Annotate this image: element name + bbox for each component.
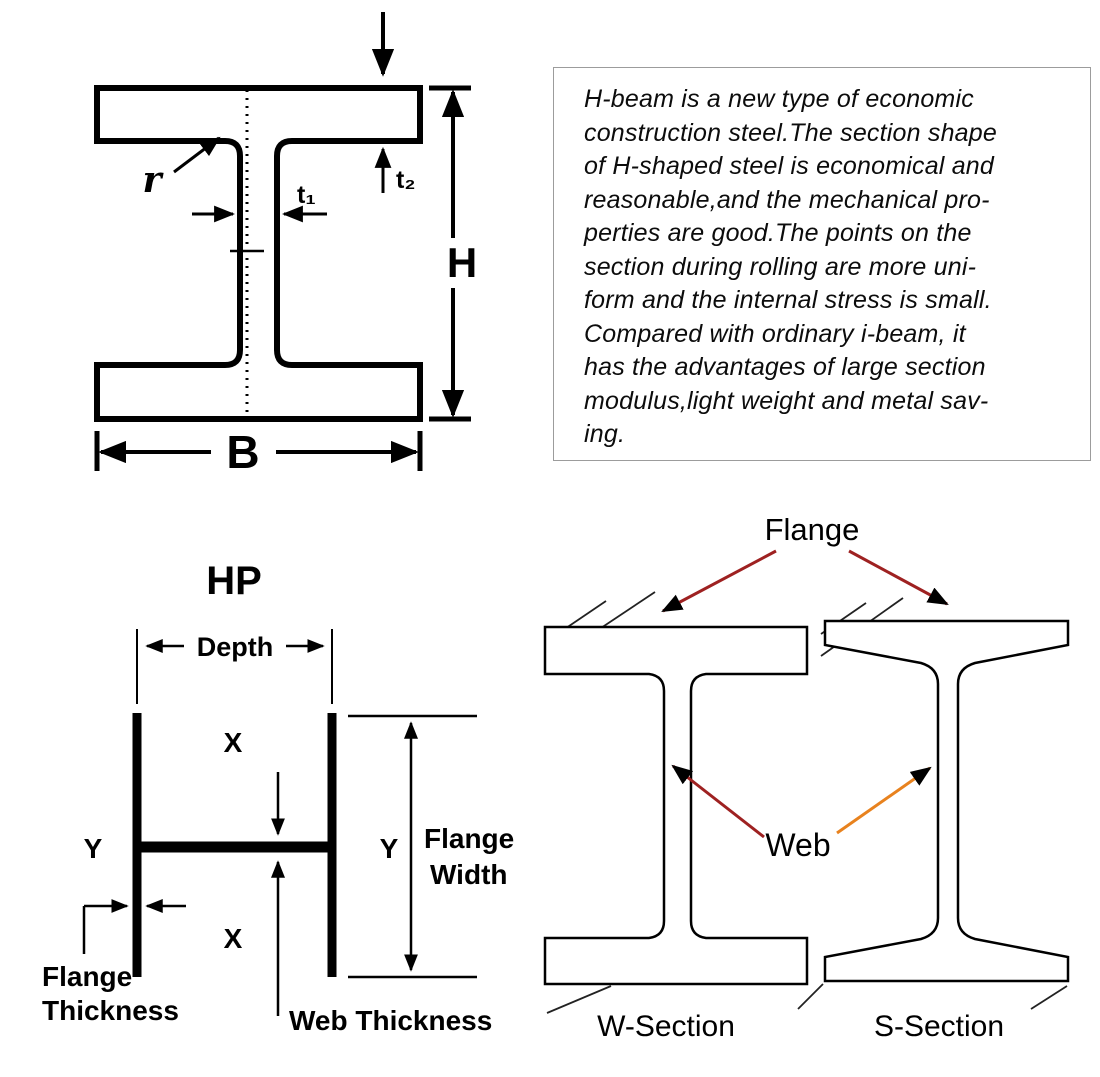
label-depth: Depth	[197, 632, 274, 662]
description-line: section during rolling are more uni-	[584, 252, 977, 281]
label-x-top: X	[224, 727, 243, 758]
hbeam-outline	[94, 85, 423, 422]
hbeam-cross-section-diagram: r t₁ t₂ H B	[94, 12, 477, 478]
description-line: has the advantages of large section	[584, 353, 986, 381]
description-line: ing.	[584, 420, 626, 448]
label-r: r	[143, 159, 165, 201]
web-arrow-right	[836, 766, 932, 835]
web-arrow-left	[671, 764, 765, 839]
label-flange-width-2: Width	[430, 859, 508, 890]
label-web: Web	[765, 827, 830, 863]
description-line: of H-shaped steel is economical and	[584, 152, 995, 180]
label-s-section: S-Section	[874, 1010, 1004, 1043]
label-b: B	[226, 426, 259, 478]
label-y-right: Y	[380, 833, 399, 864]
sections-diagram: Flange Web W-Section S-Section	[543, 512, 1070, 1043]
label-flange: Flange	[765, 512, 860, 547]
w-section-3d-line	[546, 985, 612, 1014]
label-flange-thickness-2: Thickness	[42, 995, 179, 1026]
fillet-r-arrow	[173, 136, 221, 174]
label-t1: t₁	[297, 181, 316, 209]
hbeam-description-box: H-beam is a new type of economic constru…	[553, 67, 1091, 461]
w-section-outline	[543, 625, 809, 986]
description-line: modulus,light weight and metal sav-	[584, 386, 989, 415]
description-line: H-beam is a new type of economic	[584, 85, 974, 113]
description-line: construction steel.The section shape	[584, 118, 997, 147]
description-line: Compared with ordinary i-beam, it	[584, 319, 966, 348]
label-flange-thickness-1: Flange	[42, 961, 132, 992]
label-y-left: Y	[84, 833, 103, 864]
hp-diagram: HP Depth X X Y Y Web Thickness Fl	[42, 559, 514, 1036]
label-web-thickness: Web Thickness	[289, 1005, 492, 1036]
label-w-section: W-Section	[597, 1010, 735, 1043]
s-section-3d-line	[797, 983, 824, 1010]
description-line: perties are good.The points on the	[584, 219, 972, 247]
hp-title: HP	[206, 559, 262, 603]
label-flange-width-1: Flange	[424, 823, 514, 854]
flange-arrow-right	[848, 549, 949, 606]
label-t2: t₂	[396, 166, 415, 194]
label-h: H	[447, 239, 477, 286]
s-section-3d-line	[1030, 985, 1068, 1010]
label-x-bottom: X	[224, 923, 243, 954]
description-line: form and the internal stress is small.	[584, 286, 992, 314]
description-line: reasonable,and the mechanical pro-	[584, 185, 990, 214]
s-section-outline	[823, 619, 1070, 983]
flange-arrow-left	[661, 549, 777, 613]
